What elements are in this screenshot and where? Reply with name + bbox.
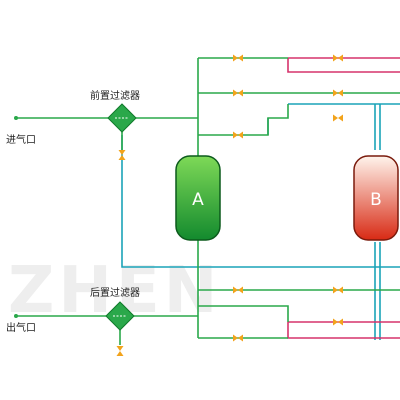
post-filter-label: 后置过滤器: [90, 286, 140, 299]
main-piping: [16, 57, 400, 345]
valve-top-3[interactable]: [233, 89, 243, 97]
inlet-label: 进气口: [6, 133, 36, 146]
valve-postfilter-drain[interactable]: [116, 346, 124, 356]
valve-prefilter-drain[interactable]: [118, 150, 126, 160]
valve-bottom-3[interactable]: [233, 334, 243, 342]
valve-top-1[interactable]: [233, 54, 243, 62]
valve-top-6[interactable]: [333, 114, 343, 122]
valve-bottom-2[interactable]: [333, 286, 343, 294]
valve-top-2[interactable]: [333, 54, 343, 62]
inlet-port-icon: [14, 116, 18, 120]
valve-top-5[interactable]: [233, 131, 243, 139]
vessel-a[interactable]: A: [175, 155, 221, 241]
vessel-a-label: A: [192, 190, 204, 210]
vessel-b[interactable]: B: [353, 155, 399, 241]
valve-top-4[interactable]: [333, 89, 343, 97]
outlet-label: 出气口: [6, 321, 36, 334]
valve-bottom-4[interactable]: [333, 318, 343, 326]
outlet-port-icon: [14, 314, 18, 318]
post-filter: [105, 301, 135, 331]
cross-piping: [121, 103, 400, 340]
valve-bottom-1[interactable]: [233, 286, 243, 294]
vessel-b-label: B: [370, 190, 382, 210]
pre-filter-label: 前置过滤器: [90, 89, 140, 102]
pre-filter: [107, 103, 137, 133]
